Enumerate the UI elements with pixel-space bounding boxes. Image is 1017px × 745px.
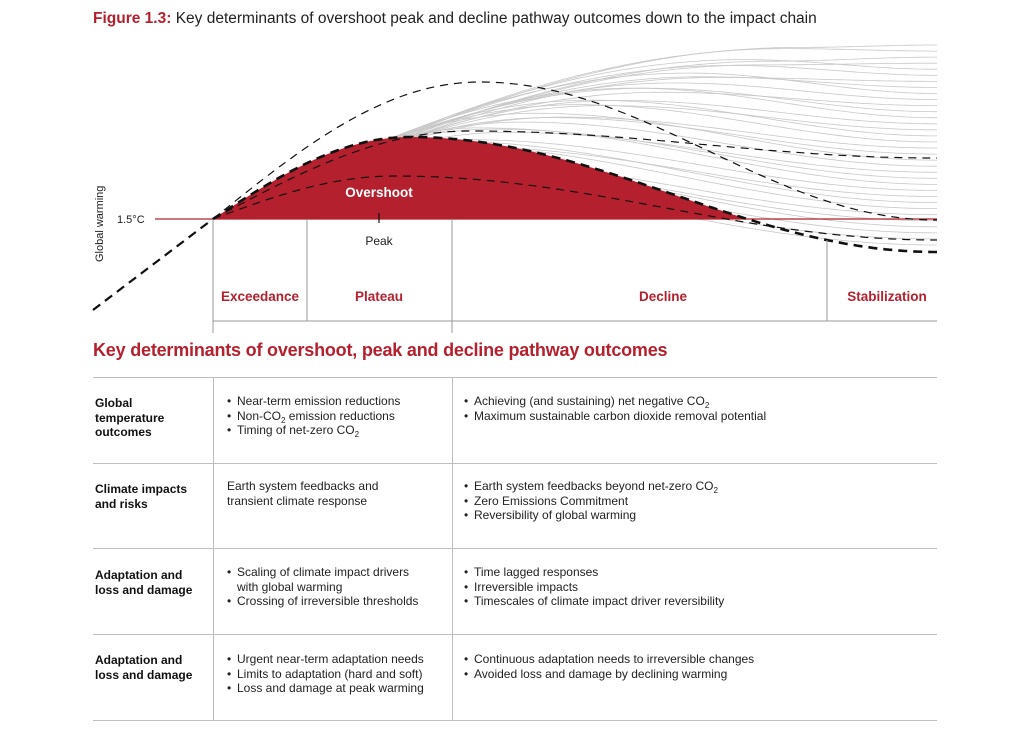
y-axis-label: Global warming bbox=[94, 186, 106, 262]
cell-adaptation2-decline: Continuous adaptation needs to irreversi… bbox=[464, 652, 754, 681]
table-column-divider bbox=[213, 377, 214, 720]
threshold-label: 1.5°C bbox=[117, 214, 145, 226]
bullet-item: Near-term emission reductions bbox=[227, 394, 400, 409]
bullet-item: Continuous adaptation needs to irreversi… bbox=[464, 652, 754, 667]
phase-exceedance-label: Exceedance bbox=[221, 289, 300, 304]
row-label-climate-impacts: Climate impacts and risks bbox=[95, 482, 188, 511]
pathway-low bbox=[212, 175, 937, 241]
bullet-item: Time lagged responses bbox=[464, 565, 724, 580]
peak-label: Peak bbox=[365, 234, 393, 248]
table-column-divider bbox=[452, 377, 453, 720]
cell-adaptation2-plateau: Urgent near-term adaptation needsLimits … bbox=[227, 652, 424, 696]
bullet-item: Earth system feedbacks beyond net-zero C… bbox=[464, 479, 718, 495]
cell-adaptation-decline: Time lagged responsesIrreversible impact… bbox=[464, 565, 724, 609]
cell-climate-plateau: Earth system feedbacks and transient cli… bbox=[227, 479, 378, 508]
bullet-item: Crossing of irreversible thresholds bbox=[227, 594, 418, 609]
table-title: Key determinants of overshoot, peak and … bbox=[93, 340, 668, 360]
table-rule bbox=[93, 720, 937, 721]
pathway-mid bbox=[212, 130, 937, 220]
highlighted-pathways bbox=[212, 81, 937, 254]
pathway-high bbox=[212, 81, 937, 221]
bullet-item: with global warming bbox=[237, 579, 343, 594]
table-rule bbox=[93, 377, 937, 378]
cell-temperature-decline: Achieving (and sustaining) net negative … bbox=[464, 394, 766, 423]
bullet-item: Maximum sustainable carbon dioxide remov… bbox=[464, 409, 766, 424]
bullet-item: Limits to adaptation (hard and soft) bbox=[227, 667, 424, 682]
phase-plateau-label: Plateau bbox=[355, 289, 403, 304]
bullet-item: Zero Emissions Commitment bbox=[464, 494, 718, 509]
pre-exceedance-pathway bbox=[92, 218, 214, 311]
phase-decline-label: Decline bbox=[639, 289, 688, 304]
figure-number: Figure 1.3: bbox=[93, 10, 172, 27]
bullet-item: Scaling of climate impact drivers bbox=[227, 565, 418, 580]
overshoot-diagram: Global warming 1.5°C Overshoot Peak Exce… bbox=[92, 44, 938, 333]
cell-climate-decline: Earth system feedbacks beyond net-zero C… bbox=[464, 479, 718, 523]
main-pathway bbox=[212, 135, 937, 254]
table-rule bbox=[93, 634, 937, 635]
table-rule bbox=[93, 548, 937, 549]
bullet-item: Loss and damage at peak warming bbox=[227, 681, 424, 696]
row-label-temperature: Global temperature outcomes bbox=[95, 396, 165, 439]
bullet-item: Achieving (and sustaining) net negative … bbox=[464, 394, 766, 410]
overshoot-label: Overshoot bbox=[345, 185, 413, 200]
table-rule bbox=[93, 463, 937, 464]
bullet-item: Timing of net-zero CO2 bbox=[227, 423, 400, 439]
figure-title: Figure 1.3: Key determinants of overshoo… bbox=[93, 10, 817, 28]
bullet-item: Urgent near-term adaptation needs bbox=[227, 652, 424, 667]
row-label-adaptation: Adaptation and loss and damage bbox=[95, 568, 193, 597]
bullet-item: Irreversible impacts bbox=[464, 580, 724, 595]
bullet-item: Non-CO2 emission reductions bbox=[227, 409, 400, 425]
bullet-item: Avoided loss and damage by declining war… bbox=[464, 667, 754, 682]
figure-title-text: Key determinants of overshoot peak and d… bbox=[171, 10, 817, 27]
bullet-item: Timescales of climate impact driver reve… bbox=[464, 594, 724, 609]
row-label-adaptation-2: Adaptation and loss and damage bbox=[95, 653, 193, 682]
bullet-item: Reversibility of global warming bbox=[464, 508, 718, 523]
cell-text: Earth system feedbacks and transient cli… bbox=[227, 479, 379, 508]
phase-stabilization-label: Stabilization bbox=[847, 289, 927, 304]
cell-temperature-plateau: Near-term emission reductionsNon-CO2 emi… bbox=[227, 394, 400, 439]
